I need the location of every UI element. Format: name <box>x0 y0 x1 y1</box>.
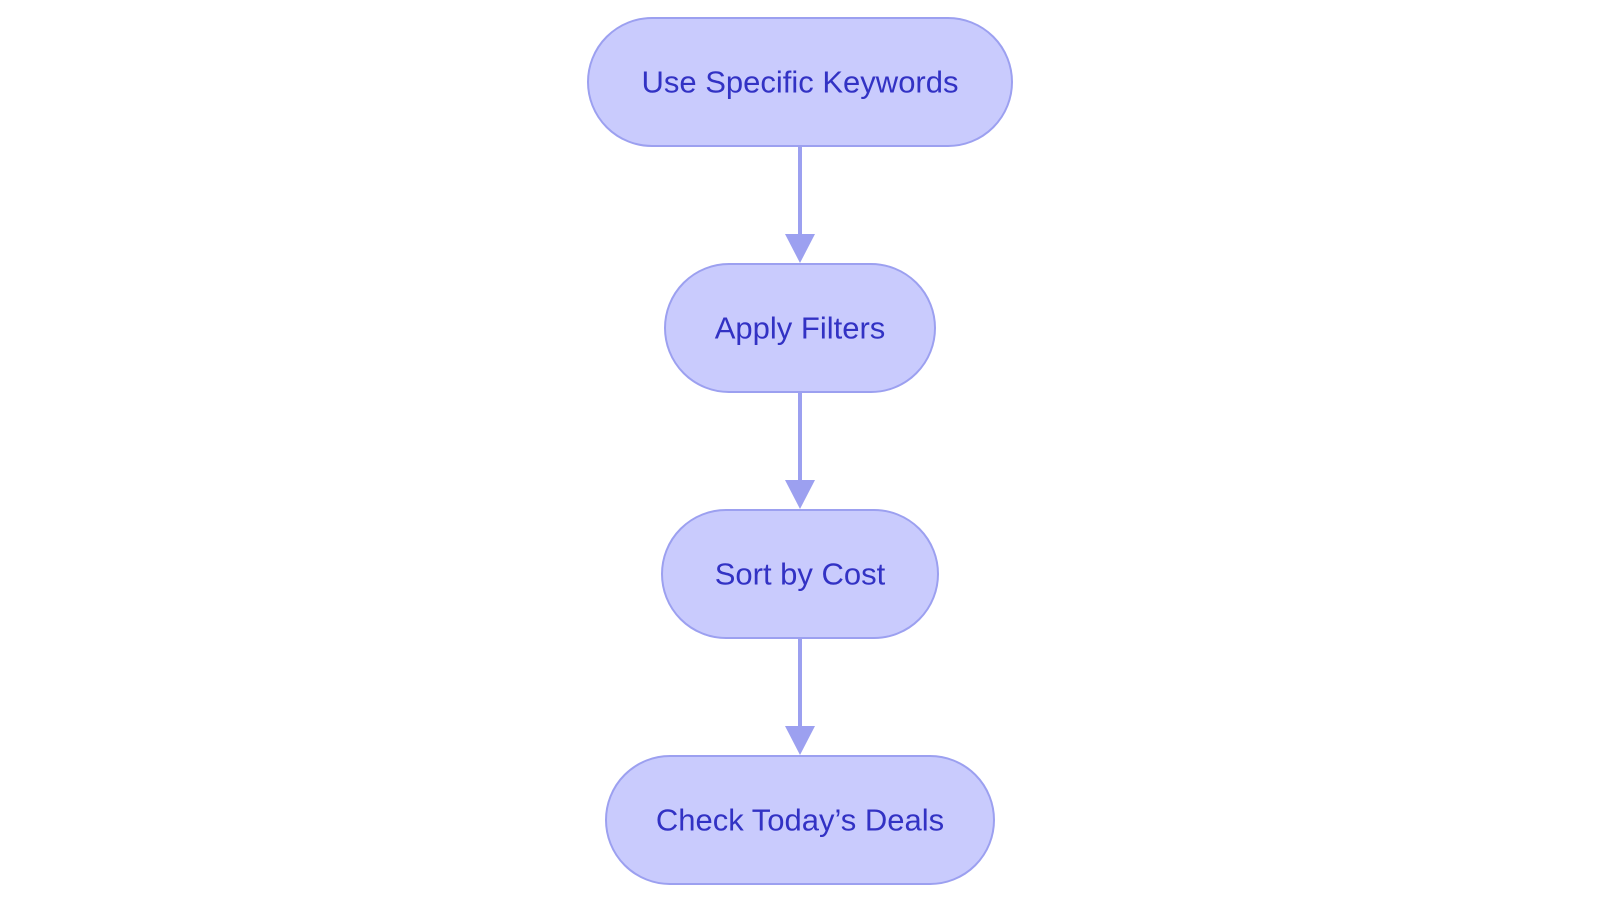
node-label: Use Specific Keywords <box>641 65 958 100</box>
node-shape <box>605 755 995 885</box>
edge-sort-to-deals <box>785 638 815 755</box>
edge-filters-to-sort <box>785 392 815 509</box>
node-label: Sort by Cost <box>715 557 886 592</box>
node-shape <box>587 17 1013 147</box>
arrowhead-icon <box>785 726 815 755</box>
node-shape <box>664 263 936 393</box>
node-apply-filters[interactable]: Apply Filters <box>664 263 936 393</box>
arrowhead-icon <box>785 234 815 263</box>
node-check-todays-deals[interactable]: Check Today’s Deals <box>605 755 995 885</box>
node-sort-by-cost[interactable]: Sort by Cost <box>661 509 939 639</box>
edges-layer <box>785 146 815 755</box>
node-use-specific-keywords[interactable]: Use Specific Keywords <box>587 17 1013 147</box>
node-label: Check Today’s Deals <box>656 803 944 838</box>
arrowhead-icon <box>785 480 815 509</box>
nodes-layer: Use Specific Keywords Apply Filters Sort… <box>587 17 1013 885</box>
edge-keywords-to-filters <box>785 146 815 263</box>
node-shape <box>661 509 939 639</box>
node-label: Apply Filters <box>715 311 886 346</box>
